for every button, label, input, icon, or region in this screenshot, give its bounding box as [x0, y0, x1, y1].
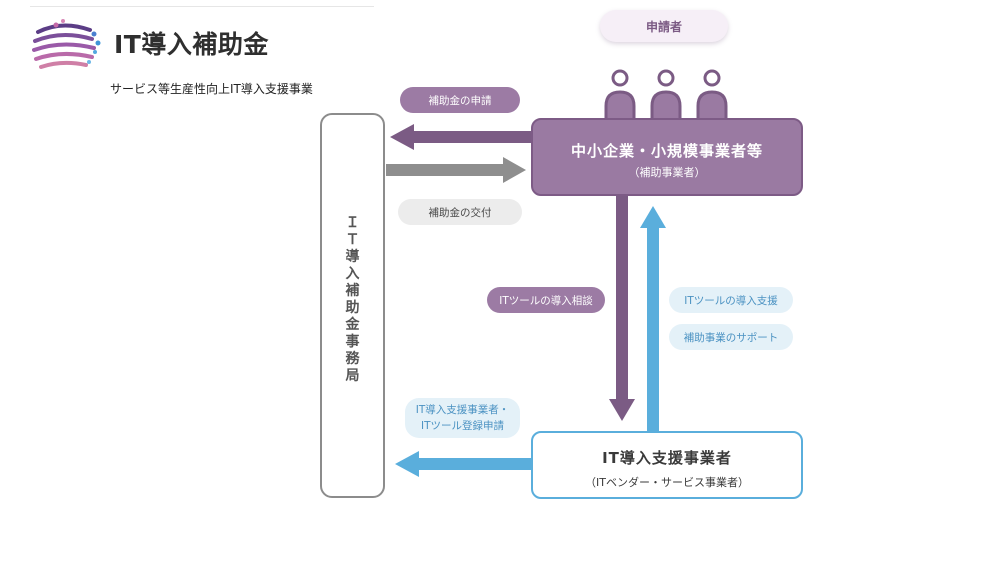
application-arrow-head [390, 124, 414, 150]
applicant-label: 申請者 [600, 10, 728, 42]
registration-arrow-head [395, 451, 419, 477]
secretariat-label-char: 局 [345, 368, 360, 384]
program-subtitle: サービス等生産性向上IT導入支援事業 [110, 82, 313, 96]
subsidy-application-label: 補助金の申請 [400, 87, 520, 113]
consultation-arrow-head [609, 399, 635, 421]
logo-text: IT導入補助金 [114, 30, 269, 59]
applicants-people-icon [604, 69, 728, 122]
secretariat-label-char: 事 [345, 334, 360, 350]
support-arrow-head [640, 206, 666, 228]
person-icon [696, 69, 728, 122]
it-tool-support-label: ITツールの導入支援 [669, 287, 793, 313]
secretariat-label-char: 補 [345, 283, 360, 299]
vendor-subtitle: （ITベンダー・サービス事業者） [585, 476, 749, 489]
secretariat-label-char: 務 [345, 351, 360, 367]
consultation-arrow-shaft [616, 196, 628, 401]
sme-box: 中小企業・小規模事業者等 （補助事業者） [531, 118, 803, 196]
secretariat-label-char: 助 [345, 300, 360, 316]
secretariat-label-char: Ｔ [345, 232, 360, 248]
sme-title: 中小企業・小規模事業者等 [570, 142, 763, 160]
grant-arrow-head [503, 157, 526, 183]
person-icon [650, 69, 682, 122]
project-support-label: 補助事業のサポート [669, 324, 793, 350]
it-tool-consultation-label: ITツールの導入相談 [487, 287, 605, 313]
vendor-box: IT導入支援事業者 （ITベンダー・サービス事業者） [531, 431, 803, 499]
secretariat-label-char: 導 [345, 249, 360, 265]
support-arrow-shaft [647, 226, 659, 431]
secretariat-label-char: 入 [345, 266, 360, 282]
subsidy-grant-label: 補助金の交付 [398, 199, 522, 225]
application-arrow-shaft [411, 131, 531, 143]
secretariat-label-char: Ｉ [345, 215, 360, 231]
it-subsidy-logo-icon [32, 19, 101, 69]
vendor-title: IT導入支援事業者 [602, 449, 732, 467]
vendor-registration-line1: IT導入支援事業者・ [415, 404, 510, 416]
registration-arrow-shaft [416, 458, 531, 470]
secretariat-label-char: 金 [345, 317, 360, 333]
grant-arrow-shaft [386, 164, 506, 176]
header-divider [30, 6, 374, 7]
vendor-registration-label: IT導入支援事業者・ ITツール登録申請 [405, 398, 520, 438]
vendor-registration-line2: ITツール登録申請 [420, 420, 504, 432]
sme-subtitle: （補助事業者） [628, 166, 706, 179]
person-icon [604, 69, 636, 122]
